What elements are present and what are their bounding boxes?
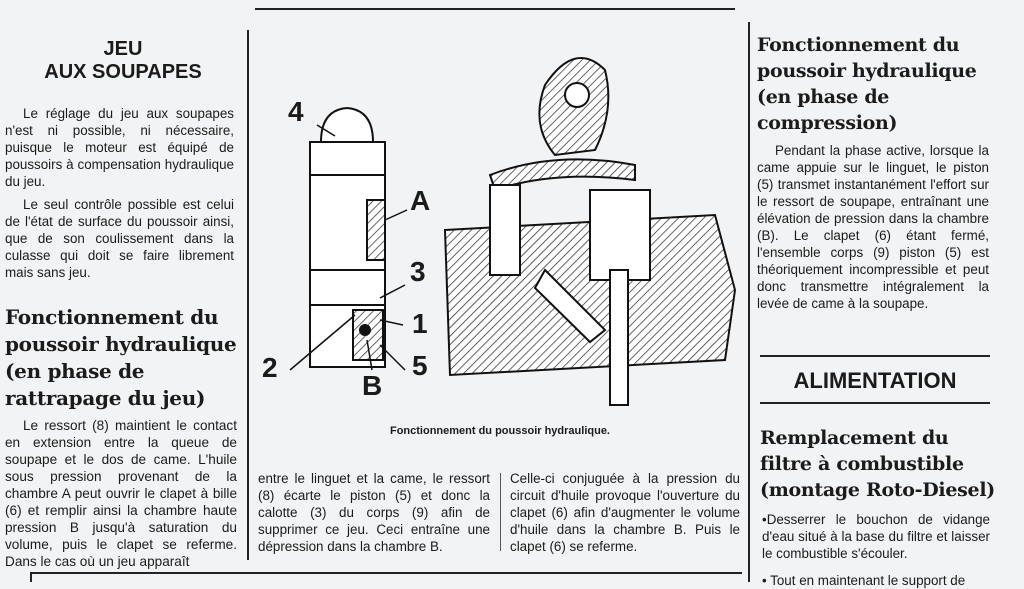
label-3: 3 (410, 256, 426, 287)
paragraph: Pendant la phase active, lorsque la came… (757, 143, 989, 311)
paragraph: Le seul contrôle possible est celui de l… (5, 197, 234, 280)
tappet-drawing (309, 106, 386, 368)
label-2: 2 (262, 352, 278, 383)
section-title-jeu-aux-soupapes: JEU AUX SOUPAPES (10, 38, 236, 84)
title-line-1: JEU (103, 38, 143, 60)
label-5: 5 (412, 350, 428, 381)
middle-column-divider (500, 473, 501, 551)
heading-filtre: Remplacement du filtre à combustible (mo… (760, 427, 995, 501)
label-a: A (410, 185, 431, 216)
figure-caption: Fonctionnement du poussoir hydraulique. (389, 425, 610, 437)
cylinder-head-drawing (443, 184, 737, 406)
label-b: B (362, 370, 383, 401)
label-4: 4 (288, 96, 304, 127)
bottom-rule (30, 572, 742, 574)
paragraph: Le ressort (8) maintient le contact en e… (5, 418, 237, 569)
bottom-box-edge (30, 572, 32, 582)
middle-column-2: Celle-ci conjuguée à la pression du circ… (510, 471, 740, 554)
hydraulic-tappet-diagram (289, 57, 737, 406)
heading-compression: Fonctionnement du poussoir hydraulique (… (757, 34, 977, 134)
middle-column-1: entre le linguet et la came, le ressort … (258, 471, 490, 554)
bullet-paragraph: •Desserrer le bouchon de vidange d'eau s… (762, 512, 990, 561)
section-title-alimentation: ALIMENTATION (793, 368, 957, 393)
label-1: 1 (412, 308, 428, 339)
cam-drawing (488, 57, 636, 192)
column-divider-right (748, 22, 750, 582)
title-line-2: AUX SOUPAPES (44, 61, 202, 83)
heading-rattrapage: Fonctionnement du poussoir hydraulique (… (5, 305, 237, 410)
paragraph: Le réglage du jeu aux soupapes n'est ni … (5, 106, 234, 189)
top-rule (255, 8, 735, 10)
section-rule-top (760, 355, 990, 357)
column-divider-left (247, 30, 249, 560)
section-rule-bottom (760, 402, 990, 404)
bullet-paragraph: • Tout en maintenant le support de (762, 573, 966, 588)
left-text-block: Le réglage du jeu aux soupapes n'est ni … (5, 105, 234, 281)
